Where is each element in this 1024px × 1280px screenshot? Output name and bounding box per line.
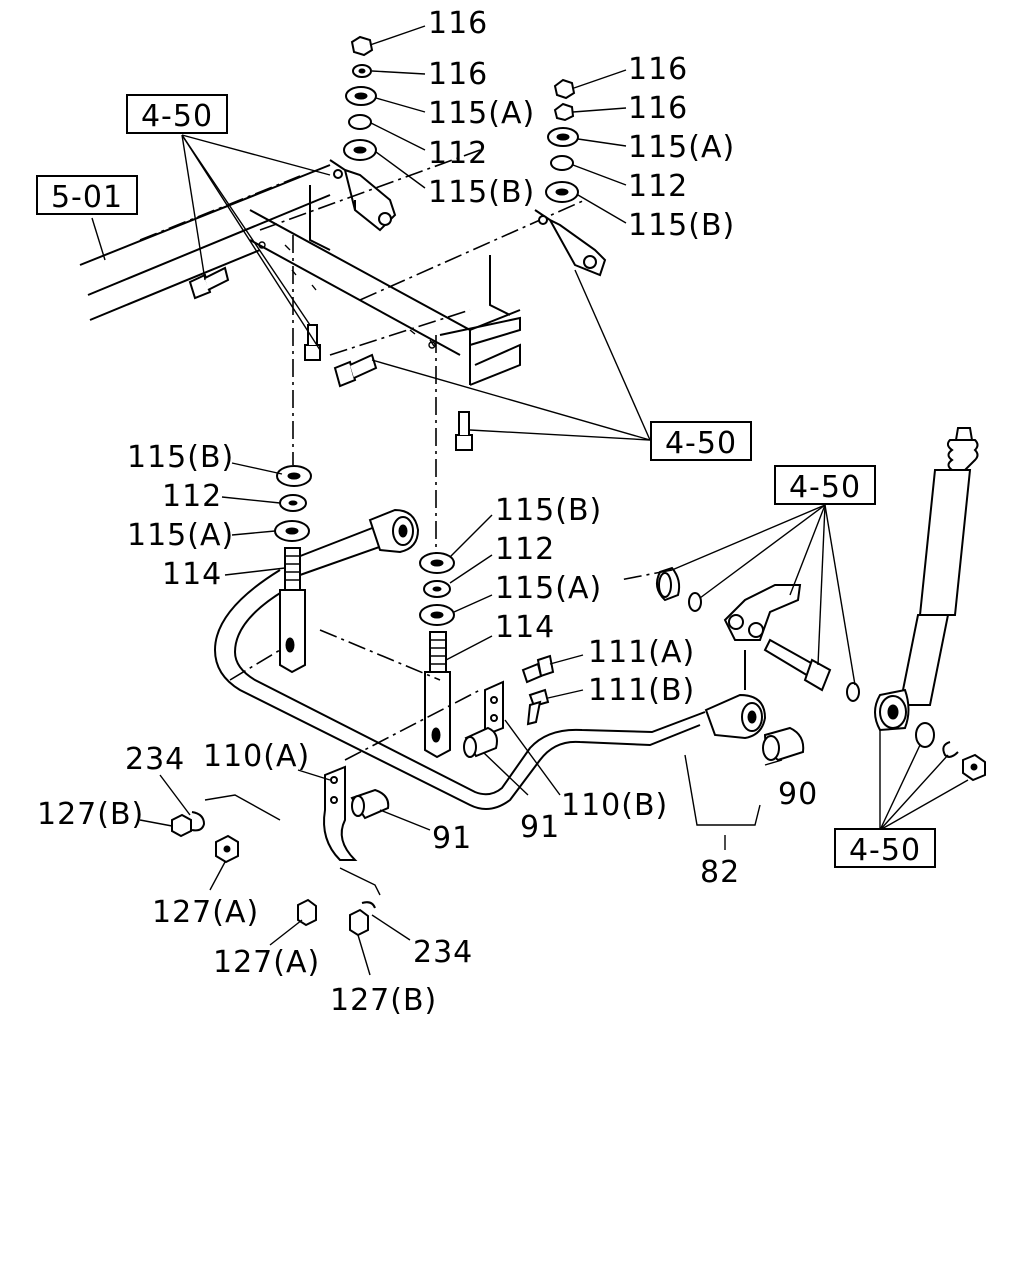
part-label: 127(B): [37, 797, 144, 832]
left-mid-hardware: [274, 235, 312, 542]
part-label: 82: [700, 855, 740, 890]
shock-absorber: [874, 427, 986, 782]
part-label: 112: [495, 532, 555, 567]
part-label: 116: [428, 6, 488, 41]
part-label: 116: [428, 57, 488, 92]
part-label: 114: [162, 557, 222, 592]
part-label: 112: [628, 169, 688, 204]
part-label: 115(A): [628, 130, 735, 165]
part-label: 90: [778, 777, 818, 812]
lower-fasteners: [171, 794, 381, 937]
reference-box-4-50-middle[interactable]: 4-50: [650, 421, 752, 461]
part-label: 127(A): [213, 945, 320, 980]
reference-box-5-01[interactable]: 5-01: [36, 175, 138, 215]
bolts-111: [521, 654, 555, 726]
part-label: 234: [125, 742, 185, 777]
reference-label: 4-50: [849, 833, 921, 868]
link-rods: [279, 547, 451, 759]
reference-box-4-50-bottom-right[interactable]: 4-50: [834, 828, 936, 868]
part-label: 115(B): [127, 440, 234, 475]
part-label: 110(B): [561, 788, 668, 823]
part-labels: 116 116 115(A) 112 115(B) 116 116 115(A)…: [37, 6, 818, 1018]
reference-label: 4-50: [789, 470, 861, 505]
part-label: 115(B): [495, 493, 602, 528]
part-label: 112: [162, 479, 222, 514]
lower-arm-82: [655, 566, 860, 762]
part-label: 112: [428, 136, 488, 171]
part-label: 114: [495, 610, 555, 645]
part-label: 127(A): [152, 895, 259, 930]
part-label: 127(B): [330, 983, 437, 1018]
part-label: 116: [628, 91, 688, 126]
frame-crossmember: [79, 149, 607, 386]
reference-label: 5-01: [51, 180, 123, 215]
left-upper-hardware-stack: [343, 35, 377, 161]
part-label: 91: [520, 810, 560, 845]
brackets-110: [323, 680, 504, 861]
part-label: 234: [413, 935, 473, 970]
reference-label: 4-50: [665, 426, 737, 461]
part-label: 115(A): [495, 571, 602, 606]
part-label: 110(A): [203, 739, 310, 774]
part-label: 115(A): [428, 96, 535, 131]
right-upper-hardware-stack: [545, 78, 579, 203]
part-label: 111(B): [588, 673, 695, 708]
bushings-91: [350, 726, 498, 820]
part-label: 91: [432, 821, 472, 856]
leader-lines: [91, 25, 969, 976]
part-label: 115(B): [428, 175, 535, 210]
reference-box-4-50-top-left[interactable]: 4-50: [126, 94, 228, 134]
reference-label: 4-50: [141, 99, 213, 134]
part-label: 116: [628, 52, 688, 87]
part-label: 111(A): [588, 635, 695, 670]
right-mid-hardware: [419, 335, 455, 626]
part-label: 115(B): [628, 208, 735, 243]
reference-box-4-50-right[interactable]: 4-50: [774, 465, 876, 505]
part-label: 115(A): [127, 518, 234, 553]
frame-bolts: [188, 266, 473, 451]
stabilizer-bar: [213, 508, 706, 810]
